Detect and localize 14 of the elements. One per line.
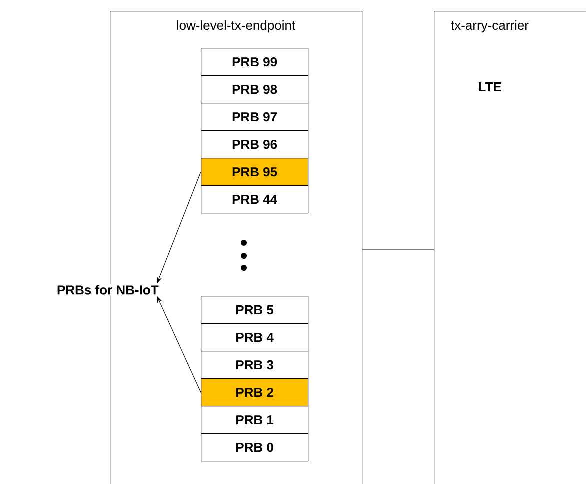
prb-cell: PRB 1 xyxy=(201,406,309,434)
block-box: tx-arry-carrier LTE xyxy=(434,11,586,484)
prb-cell: PRB 95 xyxy=(201,158,309,186)
prb-cell: PRB 4 xyxy=(201,324,309,352)
prb-cell: PRB 96 xyxy=(201,130,309,159)
prb-cell: PRB 3 xyxy=(201,351,309,380)
callout-text: PRBs for NB-IoT xyxy=(56,284,160,296)
prb-cell: PRB 98 xyxy=(201,76,309,104)
prb-cell: PRB 99 xyxy=(201,48,309,76)
prb-cell: PRB 0 xyxy=(201,434,309,462)
prb-cell: PRB 2 xyxy=(201,378,309,407)
prb-cell: PRB 5 xyxy=(201,296,309,324)
prb-cell: PRB 97 xyxy=(201,103,309,132)
prb-cell: PRB 44 xyxy=(201,186,309,214)
